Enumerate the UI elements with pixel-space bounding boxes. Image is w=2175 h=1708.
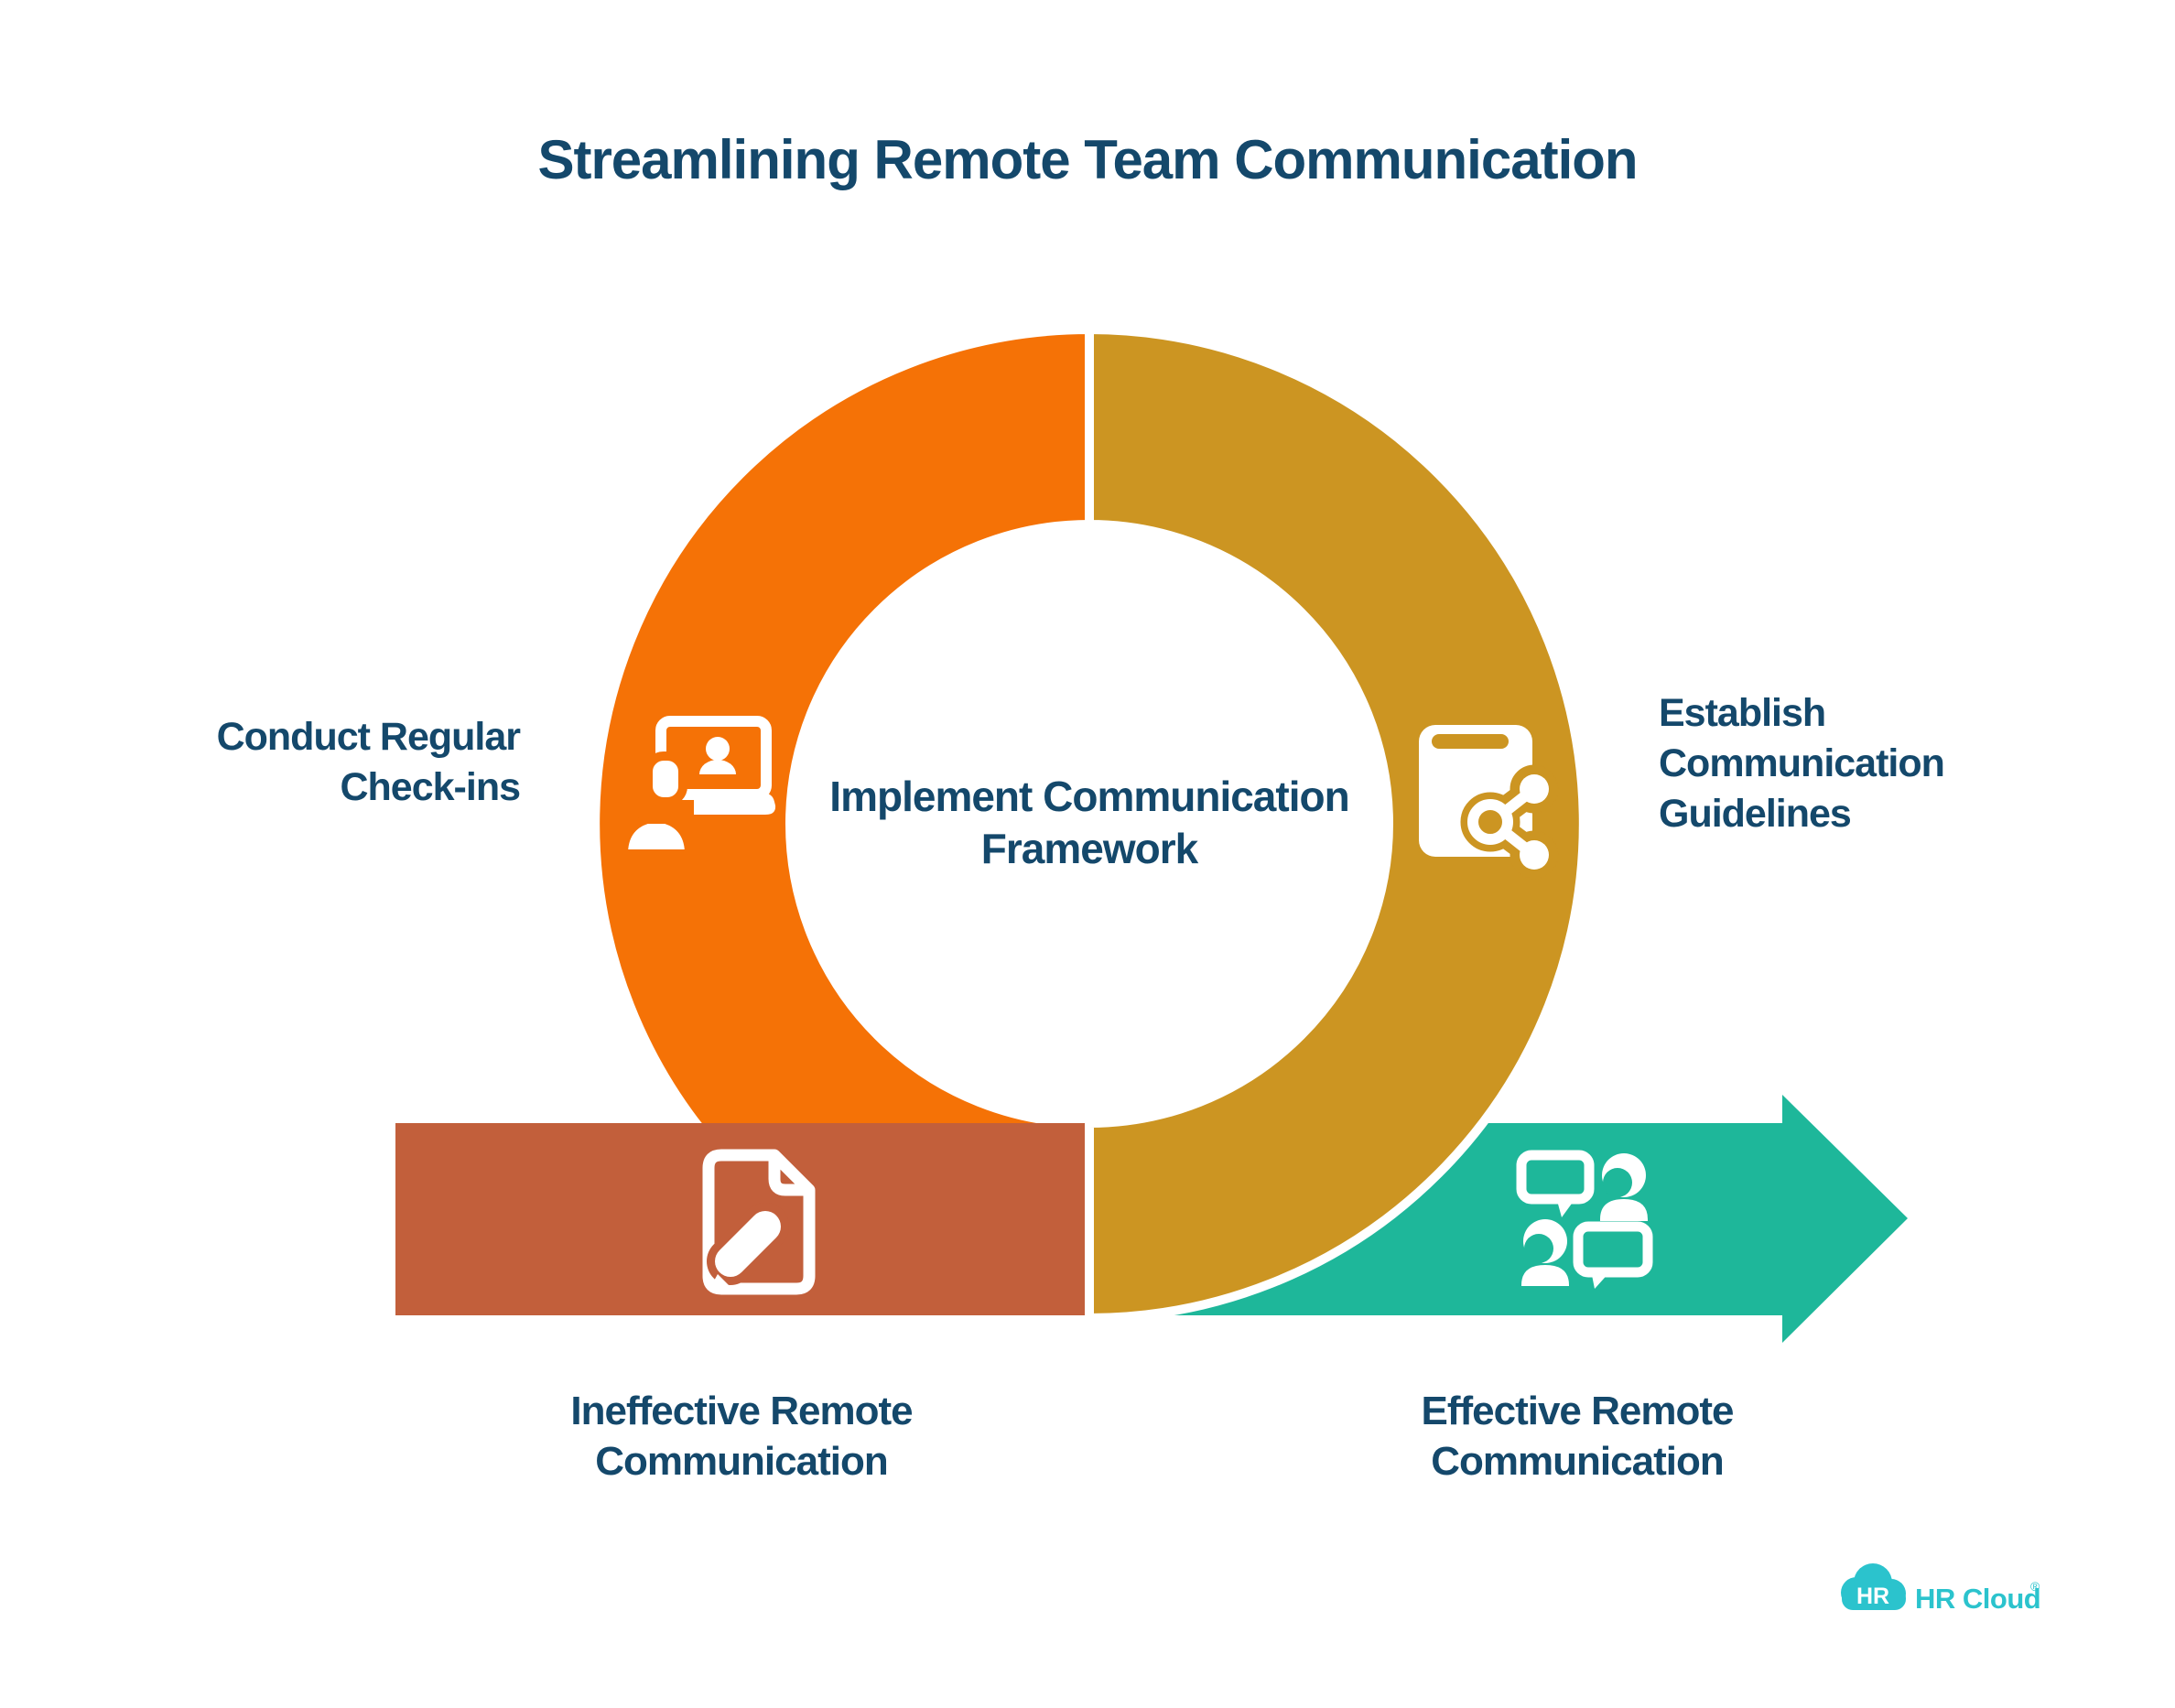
- effective-label-line: Communication: [1431, 1439, 1724, 1485]
- book-share-icon: [1419, 725, 1559, 880]
- effective-label: Effective Remote Communication: [1303, 1386, 1852, 1487]
- people-chat-icon: [1516, 1150, 1653, 1289]
- ineffective-label-line: Ineffective Remote: [570, 1389, 913, 1433]
- center-label-line: Framework: [980, 825, 1198, 873]
- center-label: Implement Communication Framework: [721, 771, 1457, 875]
- right-step-label: Establish Communication Guidelines: [1659, 688, 2135, 839]
- registered-mark: ®: [2030, 1579, 2040, 1594]
- cloud-hr-text: HR: [1856, 1584, 1889, 1609]
- left-step-label-line: Conduct Regular: [216, 715, 521, 759]
- logo-wordmark: HR Cloud: [1915, 1583, 2040, 1615]
- video-call-icon: [618, 716, 776, 859]
- ineffective-label: Ineffective Remote Communication: [467, 1386, 1016, 1487]
- page-title: Streamlining Remote Team Communication: [537, 129, 1638, 190]
- ineffective-label-line: Communication: [595, 1439, 888, 1485]
- effective-label-line: Effective Remote: [1421, 1389, 1734, 1433]
- center-label-line: Implement Communication: [829, 773, 1349, 820]
- left-step-label-line: Check-ins: [340, 765, 521, 810]
- left-step-label: Conduct Regular Check-ins: [62, 712, 521, 813]
- right-step-label-line: Communication: [1659, 741, 1945, 786]
- cloud-icon: [1841, 1563, 1906, 1610]
- document-edit-icon: [702, 1149, 816, 1295]
- right-step-label-line: Establish: [1659, 691, 1826, 735]
- right-ring-half: [1085, 324, 1588, 1324]
- hr-cloud-logo: HR HR Cloud ®: [1841, 1563, 2041, 1615]
- right-step-label-line: Guidelines: [1659, 792, 1852, 837]
